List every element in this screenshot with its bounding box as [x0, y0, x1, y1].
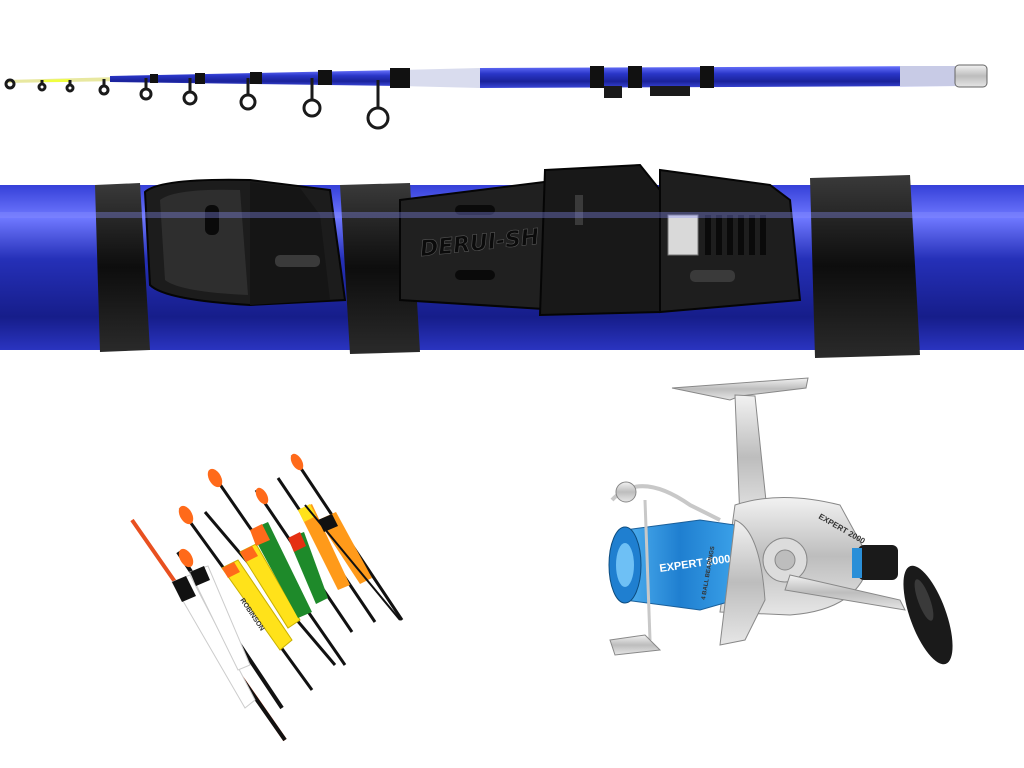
- spinning-reel: EXPERT 2000 EXPERT 2000 4 BALL BEARINGS: [608, 377, 953, 665]
- float-item: [290, 453, 404, 621]
- float-item: [176, 548, 284, 710]
- telescopic-rod: [4, 64, 988, 130]
- float-item: [304, 504, 401, 621]
- rod-reel-seat-closeup: DERUI-SH: [0, 163, 1024, 358]
- float-item: [254, 487, 354, 633]
- float-item: [276, 477, 377, 623]
- float-item: [207, 468, 347, 666]
- float-item: [203, 511, 337, 666]
- floats-assortment: ROBINSON: [130, 453, 404, 742]
- float-item: ROBINSON: [178, 505, 314, 691]
- float-item: [130, 518, 287, 742]
